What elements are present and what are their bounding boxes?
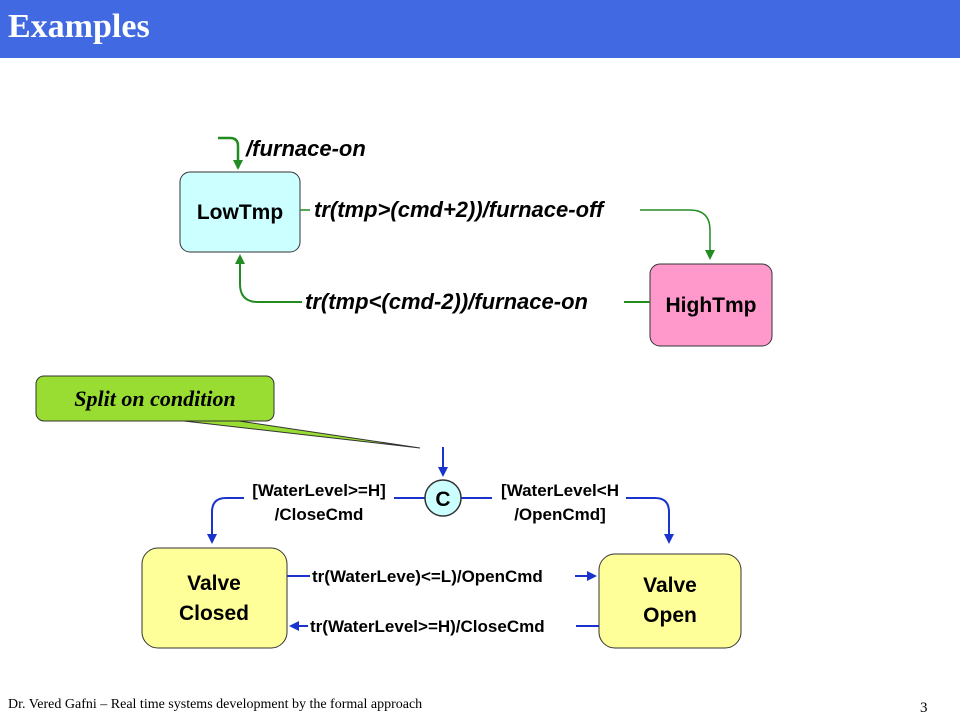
transition-high-to-low-label: tr(tmp<(cmd-2))/furnace-on [305,289,588,314]
branch-closed-bg [244,478,394,526]
footer-text: Dr. Vered Gafni – Real time systems deve… [8,697,423,712]
transition-low-to-high-arrow [300,209,715,260]
transition-closed-to-open-bg [310,565,575,587]
transition-closed-to-open-label: tr(WaterLeve)<=L)/OpenCmd [312,567,543,586]
branch-closed-condition: [WaterLevel>=H] [252,481,386,500]
branch-closed-arrow [207,497,425,544]
initial-action-label: /furnace-on [245,136,366,161]
condition-connector [424,479,462,517]
state-hightmp-label: HighTmp [666,294,757,317]
condition-connector-label: C [435,488,450,511]
state-valve-closed-line2: Closed [179,602,249,625]
state-valve-closed-line1: Valve [187,572,241,595]
state-lowtmp [179,171,301,253]
callout-pointer [174,419,421,449]
state-valve-open-line2: Open [643,604,697,627]
callout-box [35,375,275,422]
state-valve-open-line1: Valve [643,574,697,597]
transition-low-to-high-bg [310,196,640,224]
branch-closed-action: /CloseCmd [275,505,364,524]
state-hightmp [649,263,773,347]
transition-high-to-low-arrow [235,254,650,303]
transition-high-to-low-bg [302,288,624,316]
branch-open-bg [492,478,626,526]
transition-open-to-closed-bg [308,615,576,637]
transition-open-to-closed-label: tr(WaterLevel>=H)/CloseCmd [310,617,545,636]
page-number: 3 [920,700,928,716]
title-bar: Examples [0,0,960,58]
transition-low-to-high-label: tr(tmp>(cmd+2))/furnace-off [314,197,606,222]
callout-label: Split on condition [74,386,235,411]
state-valve-closed [141,547,288,649]
state-lowtmp-label: LowTmp [197,201,283,224]
initial-arrow [218,136,243,170]
state-valve-open [598,553,742,649]
page-title: Examples [8,8,150,45]
branch-open-action: /OpenCmd] [514,505,606,524]
branch-open-condition: [WaterLevel<H [501,481,619,500]
branch-open-arrow [461,497,674,544]
